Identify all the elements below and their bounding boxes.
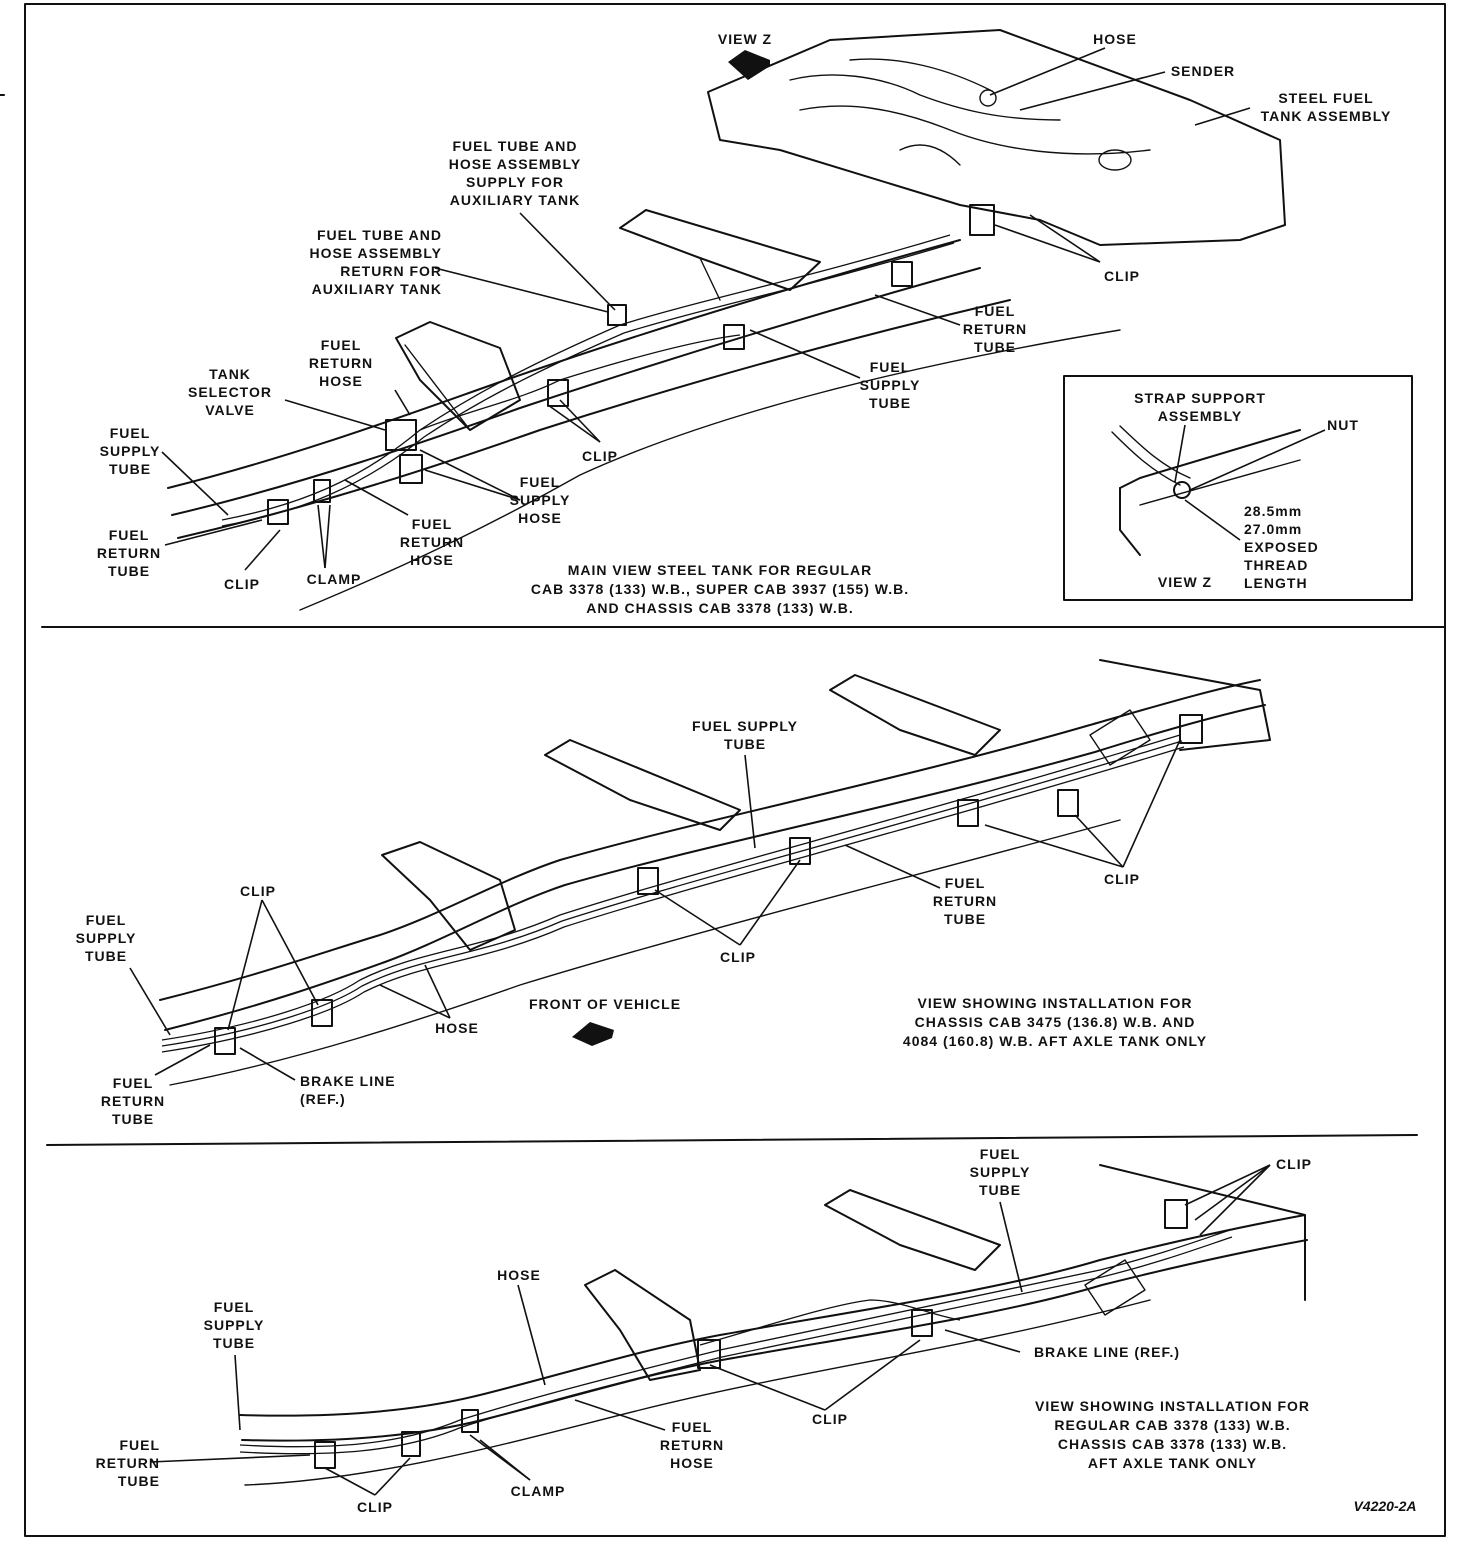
label-clip-top-right: CLIP	[1276, 1156, 1312, 1172]
caption-middle-view: VIEW SHOWING INSTALLATION FOR CHASSIS CA…	[902, 995, 1208, 1049]
bottom-frame	[239, 1164, 1308, 1486]
label-nut: NUT	[1327, 417, 1359, 433]
bottom-leader-lines	[149, 1164, 1271, 1496]
label-clip-left: CLIP	[357, 1499, 393, 1515]
label-fuel-supply-tube-left: FUEL SUPPLY TUBE	[203, 1299, 265, 1351]
label-fuel-return-tube-left: FUEL RETURN TUBE	[96, 527, 162, 579]
label-fuel-tube-hose-supply-aux: FUEL TUBE AND HOSE ASSEMBLY SUPPLY FOR A…	[448, 138, 582, 208]
label-fuel-supply-hose: FUEL SUPPLY HOSE	[509, 474, 571, 526]
label-fuel-return-hose-upper: FUEL RETURN HOSE	[308, 337, 374, 389]
label-fuel-return-hose-lower: FUEL RETURN HOSE	[399, 516, 465, 568]
label-view-z: VIEW Z	[717, 31, 773, 47]
caption-main-view: MAIN VIEW STEEL TANK FOR REGULAR CAB 337…	[530, 562, 910, 616]
label-fuel-return-hose: FUEL RETURN HOSE	[659, 1419, 725, 1471]
label-clip-center: CLIP	[812, 1411, 848, 1427]
label-clip-tank: CLIP	[1104, 268, 1140, 284]
label-fuel-tube-hose-return-aux: FUEL TUBE AND HOSE ASSEMBLY RETURN FOR A…	[309, 227, 442, 297]
label-fuel-supply-tube-top: FUEL SUPPLY TUBE	[969, 1146, 1031, 1198]
label-fuel-return-tube: FUEL RETURN TUBE	[932, 875, 998, 927]
label-clip-left: CLIP	[224, 576, 260, 592]
label-hose: HOSE	[435, 1020, 479, 1036]
label-fuel-supply-tube-left: FUEL SUPPLY TUBE	[75, 912, 137, 964]
label-clamp: CLAMP	[306, 571, 362, 587]
label-fuel-return-tube: FUEL RETURN TUBE	[95, 1437, 160, 1489]
label-sender: SENDER	[1170, 63, 1236, 79]
label-fuel-return-tube-right: FUEL RETURN TUBE	[962, 303, 1028, 355]
label-brake-line: BRAKE LINE (REF.)	[300, 1073, 396, 1107]
top-frame-rails	[167, 29, 1286, 611]
label-fuel-supply-tube-mid: FUEL SUPPLY TUBE	[859, 359, 921, 411]
label-exposed-thread-length: 28.5mm 27.0mm EXPOSED THREAD LENGTH	[1244, 503, 1319, 591]
label-fuel-supply-tube-left: FUEL SUPPLY TUBE	[99, 425, 161, 477]
label-clip-center: CLIP	[720, 949, 756, 965]
figure-code: V4220-2A	[1353, 1498, 1417, 1514]
label-inset-view-z: VIEW Z	[1157, 574, 1213, 590]
label-clip-right: CLIP	[1104, 871, 1140, 887]
label-tank-selector-valve: TANK SELECTOR VALVE	[188, 366, 272, 418]
label-strap-support-assembly: STRAP SUPPORT ASSEMBLY	[1134, 390, 1266, 424]
label-hose: HOSE	[1093, 31, 1137, 47]
label-fuel-supply-tube-top: FUEL SUPPLY TUBE	[692, 718, 798, 752]
label-clamp: CLAMP	[510, 1483, 566, 1499]
label-front-of-vehicle: FRONT OF VEHICLE	[528, 996, 682, 1012]
middle-frame	[159, 659, 1271, 1086]
label-steel-fuel-tank-assembly: STEEL FUEL TANK ASSEMBLY	[1260, 90, 1392, 124]
top-leader-lines	[161, 47, 1251, 571]
page-frame	[0, 3, 1446, 1537]
view-z-inset	[1063, 375, 1413, 601]
label-hose: HOSE	[497, 1267, 541, 1283]
middle-leader-lines	[129, 739, 1181, 1081]
caption-bottom-view: VIEW SHOWING INSTALLATION FOR REGULAR CA…	[1034, 1398, 1311, 1471]
label-clip-left: CLIP	[240, 883, 276, 899]
label-fuel-return-tube-left: FUEL RETURN TUBE	[100, 1075, 166, 1127]
label-clip-mid: CLIP	[582, 448, 618, 464]
label-brake-line: BRAKE LINE (REF.)	[1033, 1344, 1181, 1360]
